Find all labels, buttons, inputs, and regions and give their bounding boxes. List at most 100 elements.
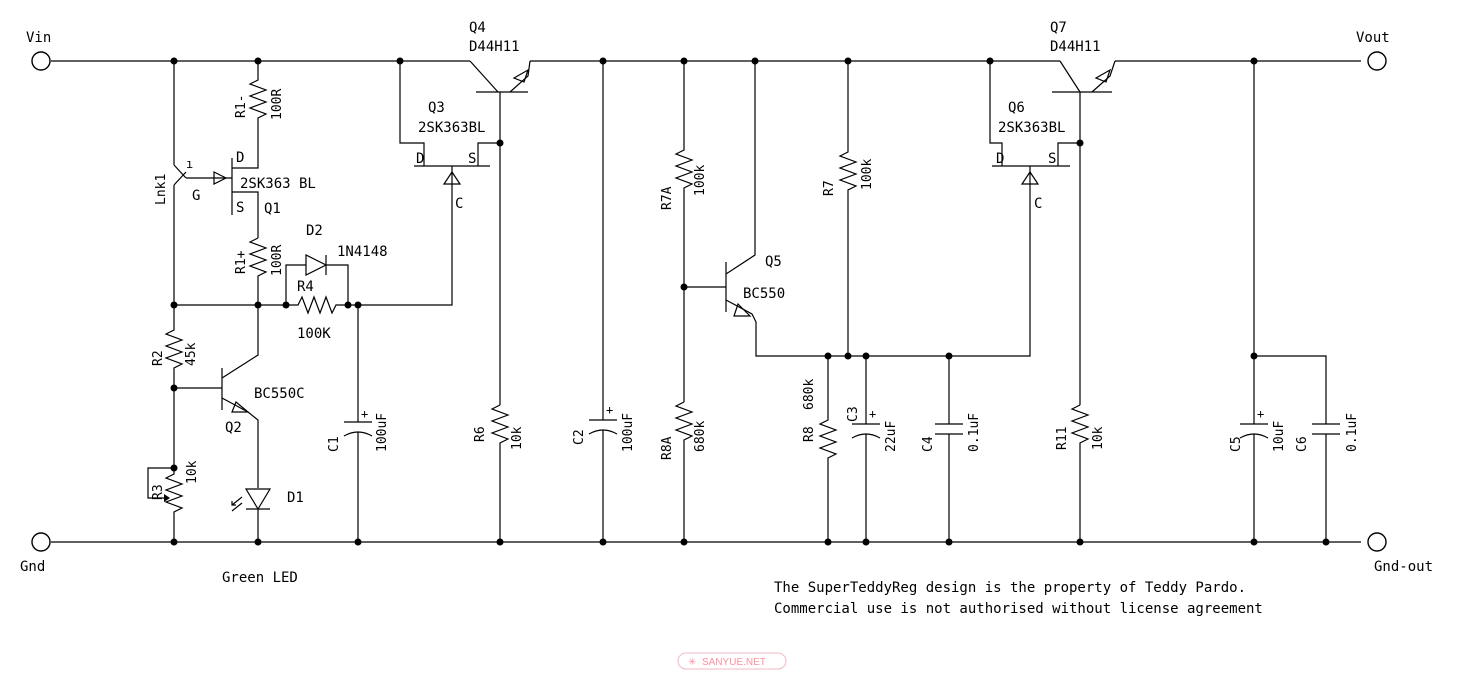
c6-ref: C6 bbox=[1295, 436, 1310, 452]
gnd-label: Gnd bbox=[20, 559, 45, 575]
c3-ref: C3 bbox=[846, 406, 861, 422]
r8-ref: R8 bbox=[802, 426, 817, 442]
r7-resistor: R7 100k bbox=[822, 61, 875, 356]
r7a-value: 100k bbox=[693, 165, 708, 196]
watermark-star-icon: ✳ bbox=[688, 657, 696, 668]
gnd-out-label: Gnd-out bbox=[1374, 559, 1433, 575]
q1-pin-s: S bbox=[236, 200, 244, 216]
r7-value: 100k bbox=[860, 159, 875, 190]
q3-jfet: Q3 2SK363BL D S C bbox=[399, 61, 500, 212]
r1-top-ref: R1- bbox=[234, 95, 249, 118]
q6-gate-arrow-icon bbox=[1020, 170, 1040, 185]
r7a-resistor: R7A 100k bbox=[660, 61, 708, 402]
r11-value: 10k bbox=[1091, 426, 1106, 450]
r2-value: 45k bbox=[184, 342, 199, 366]
r1-bottom-ref: R1+ bbox=[234, 250, 249, 274]
c2-value: 100uF bbox=[621, 413, 636, 452]
c4-ref: C4 bbox=[921, 436, 936, 452]
q7-ref: Q7 bbox=[1050, 20, 1067, 36]
c5-ref: C5 bbox=[1229, 436, 1244, 452]
d1-value: Green LED bbox=[222, 570, 298, 586]
d2-value: 1N4148 bbox=[337, 244, 388, 260]
q6-pin-d: D bbox=[996, 151, 1004, 167]
q4-part: D44H11 bbox=[469, 39, 520, 55]
q3-pin-d: D bbox=[416, 151, 424, 167]
c5-value: 10uF bbox=[1272, 421, 1287, 452]
q5-ref: Q5 bbox=[765, 254, 782, 270]
q1-part: 2SK363 BL bbox=[240, 176, 316, 192]
vin-terminal[interactable] bbox=[31, 51, 51, 71]
d1-led: D1 Green LED bbox=[222, 488, 304, 586]
gnd-terminal[interactable] bbox=[31, 532, 51, 552]
r11-resistor: R11 10k bbox=[1055, 404, 1106, 542]
q4-ref: Q4 bbox=[469, 20, 486, 36]
r8a-value: 680k bbox=[693, 421, 708, 452]
c2-capacitor: + C2 100uF bbox=[572, 61, 636, 542]
r2-resistor: R2 45k bbox=[151, 305, 199, 458]
r2-ref: R2 bbox=[151, 350, 166, 366]
vout-label: Vout bbox=[1356, 30, 1390, 46]
d2-ref: D2 bbox=[306, 223, 323, 239]
vout-terminal[interactable] bbox=[1367, 51, 1387, 71]
r8a-resistor: R8A 680k bbox=[660, 401, 708, 542]
q3-part: 2SK363BL bbox=[418, 120, 485, 136]
q3-pin-s: S bbox=[468, 151, 476, 167]
q1-gate-arrow-icon bbox=[213, 171, 228, 185]
q7-transistor: Q7 D44H11 bbox=[1050, 20, 1116, 405]
q1-pin-d: D bbox=[236, 150, 244, 166]
r6-value: 10k bbox=[510, 426, 525, 450]
q2-ref: Q2 bbox=[225, 420, 242, 436]
q5-part: BC550 bbox=[743, 286, 785, 302]
c6-capacitor: C6 0.1uF bbox=[1254, 355, 1360, 542]
c4-capacitor: C4 0.1uF bbox=[921, 356, 982, 542]
c3-plus-mark: + bbox=[869, 407, 876, 421]
q5-emitter-arrow-icon bbox=[733, 302, 752, 317]
vin-label: Vin bbox=[26, 30, 51, 46]
c2-plus-mark: + bbox=[606, 403, 613, 417]
q1-jfet: D G S 2SK363 BL Q1 bbox=[192, 145, 316, 238]
q1-ref: Q1 bbox=[264, 201, 281, 217]
q6-pin-c: C bbox=[1034, 196, 1042, 212]
notice-line-2: Commercial use is not authorised without… bbox=[774, 601, 1263, 617]
lnk1-link: Lnk1 ı bbox=[154, 61, 214, 305]
c3-value: 22uF bbox=[884, 421, 899, 452]
watermark-badge: ✳ SANYUE.NET bbox=[677, 652, 787, 670]
r8-resistor: R8 680k bbox=[802, 356, 838, 542]
gnd-out-terminal[interactable] bbox=[1367, 532, 1387, 552]
r6-ref: R6 bbox=[473, 426, 488, 442]
r8-value: 680k bbox=[802, 379, 817, 410]
lnk1-minus-mark: ı bbox=[186, 157, 193, 171]
q5-transistor: Q5 BC550 bbox=[684, 61, 1031, 357]
r4-ref: R4 bbox=[297, 279, 314, 295]
q2-emitter-arrow-icon bbox=[231, 401, 250, 413]
q6-part: 2SK363BL bbox=[998, 120, 1065, 136]
q7-emitter-arrow-icon bbox=[1094, 68, 1112, 83]
q3-gate-arrow-icon bbox=[442, 170, 462, 185]
r7a-ref: R7A bbox=[660, 186, 675, 210]
r4-resistor: R4 100K bbox=[174, 212, 453, 342]
c1-value: 100uF bbox=[375, 413, 390, 452]
r1-top-value: 100R bbox=[270, 89, 285, 120]
junction-dots bbox=[170, 57, 1330, 546]
r3-value: 10k bbox=[185, 460, 200, 484]
notice-line-1: The SuperTeddyReg design is the property… bbox=[774, 580, 1246, 596]
r1-top-resistor: R1- 100R bbox=[234, 61, 285, 145]
q1-pin-g: G bbox=[192, 188, 200, 204]
d1-led-icon bbox=[244, 488, 272, 511]
c5-capacitor: + C5 10uF bbox=[1229, 61, 1287, 542]
c2-ref: C2 bbox=[572, 429, 587, 445]
q2-part: BC550C bbox=[254, 386, 305, 402]
r8a-ref: R8A bbox=[660, 436, 675, 460]
q2-transistor: BC550C Q2 bbox=[174, 305, 305, 488]
q4-transistor: Q4 D44H11 bbox=[469, 20, 531, 405]
q7-part: D44H11 bbox=[1050, 39, 1101, 55]
c6-value: 0.1uF bbox=[1345, 413, 1360, 452]
d1-ref: D1 bbox=[287, 490, 304, 506]
d2-diode-icon bbox=[305, 254, 328, 276]
d2-diode: D2 1N4148 bbox=[285, 223, 388, 305]
r4-value: 100K bbox=[297, 326, 331, 342]
c1-capacitor: + C1 100uF bbox=[327, 305, 390, 542]
watermark-text: SANYUE.NET bbox=[702, 657, 766, 668]
q4-emitter-arrow-icon bbox=[512, 68, 530, 83]
